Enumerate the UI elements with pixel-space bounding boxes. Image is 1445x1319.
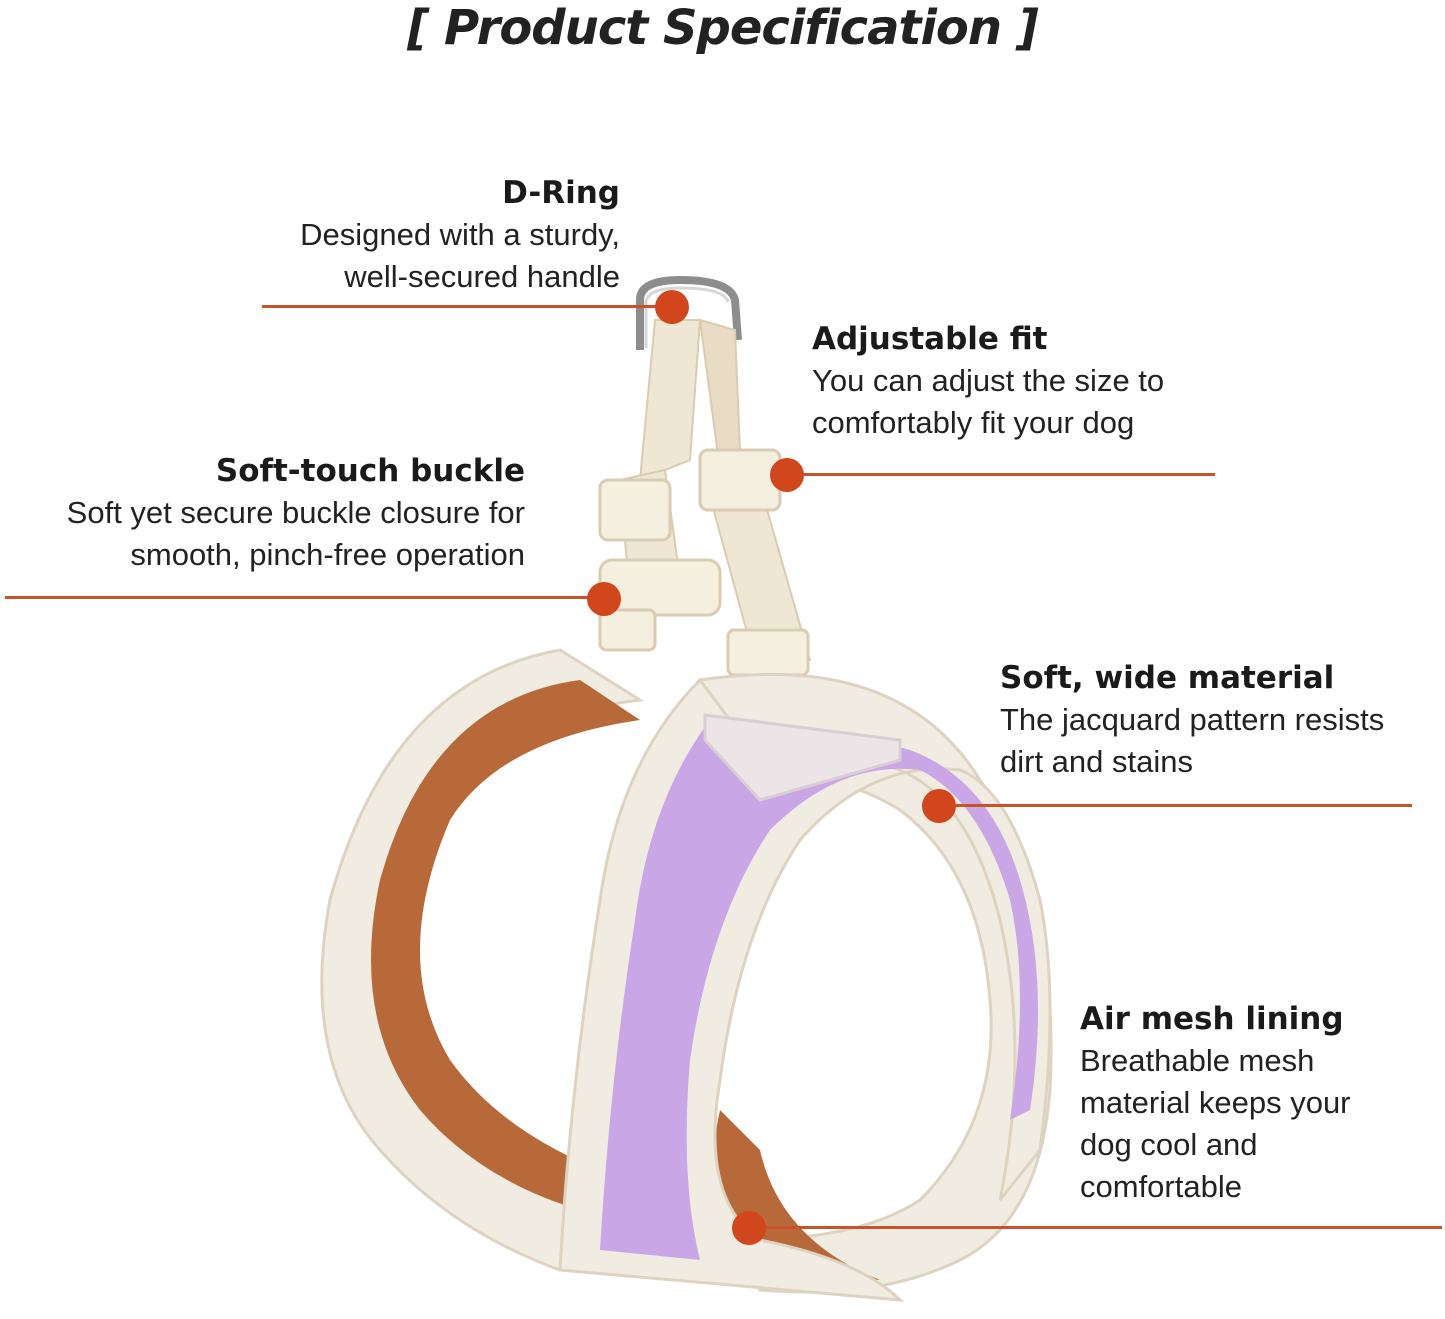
callout-text: well-secured handle <box>344 259 620 294</box>
marker-dot <box>922 789 956 823</box>
callout-text: material keeps your <box>1080 1085 1351 1120</box>
leader-line <box>940 804 1412 807</box>
callout-text: comfortably fit your dog <box>812 405 1135 440</box>
callout-adjustable-fit: Adjustable fit You can adjust the size t… <box>812 318 1272 444</box>
callout-text: You can adjust the size to <box>812 363 1165 398</box>
marker-dot <box>587 582 621 616</box>
callout-d-ring: D-Ring Designed with a sturdy, well-secu… <box>200 172 620 298</box>
leader-line <box>262 305 672 308</box>
marker-dot <box>655 290 689 324</box>
callout-air-mesh-lining: Air mesh lining Breathable mesh material… <box>1080 998 1440 1208</box>
callout-text: comfortable <box>1080 1169 1242 1204</box>
callout-text: The jacquard pattern resists <box>1000 702 1385 737</box>
page-title: [ Product Specification ] <box>407 0 1038 56</box>
d-ring-icon <box>636 275 742 350</box>
callout-heading: Soft-touch buckle <box>215 453 525 489</box>
callout-text: Designed with a sturdy, <box>300 217 620 252</box>
marker-dot <box>732 1211 766 1245</box>
leader-line <box>5 596 605 599</box>
callout-heading: D-Ring <box>502 175 620 211</box>
callout-heading: Air mesh lining <box>1080 1001 1344 1037</box>
buckle-icon <box>598 448 810 677</box>
callout-text: dog cool and <box>1080 1127 1258 1162</box>
marker-dot <box>770 458 804 492</box>
callout-text: smooth, pinch-free operation <box>130 537 525 572</box>
purple-panel-icon <box>558 677 1052 1302</box>
leader-line <box>790 473 1215 476</box>
callout-text: Soft yet secure buckle closure for <box>66 495 525 530</box>
callout-text: dirt and stains <box>1000 744 1193 779</box>
leader-line <box>748 1226 1442 1229</box>
callout-soft-wide-material: Soft, wide material The jacquard pattern… <box>1000 657 1440 783</box>
callout-heading: Soft, wide material <box>1000 660 1335 696</box>
callout-soft-touch-buckle: Soft-touch buckle Soft yet secure buckle… <box>5 450 525 576</box>
callout-text: Breathable mesh <box>1080 1043 1315 1078</box>
callout-heading: Adjustable fit <box>812 321 1048 357</box>
